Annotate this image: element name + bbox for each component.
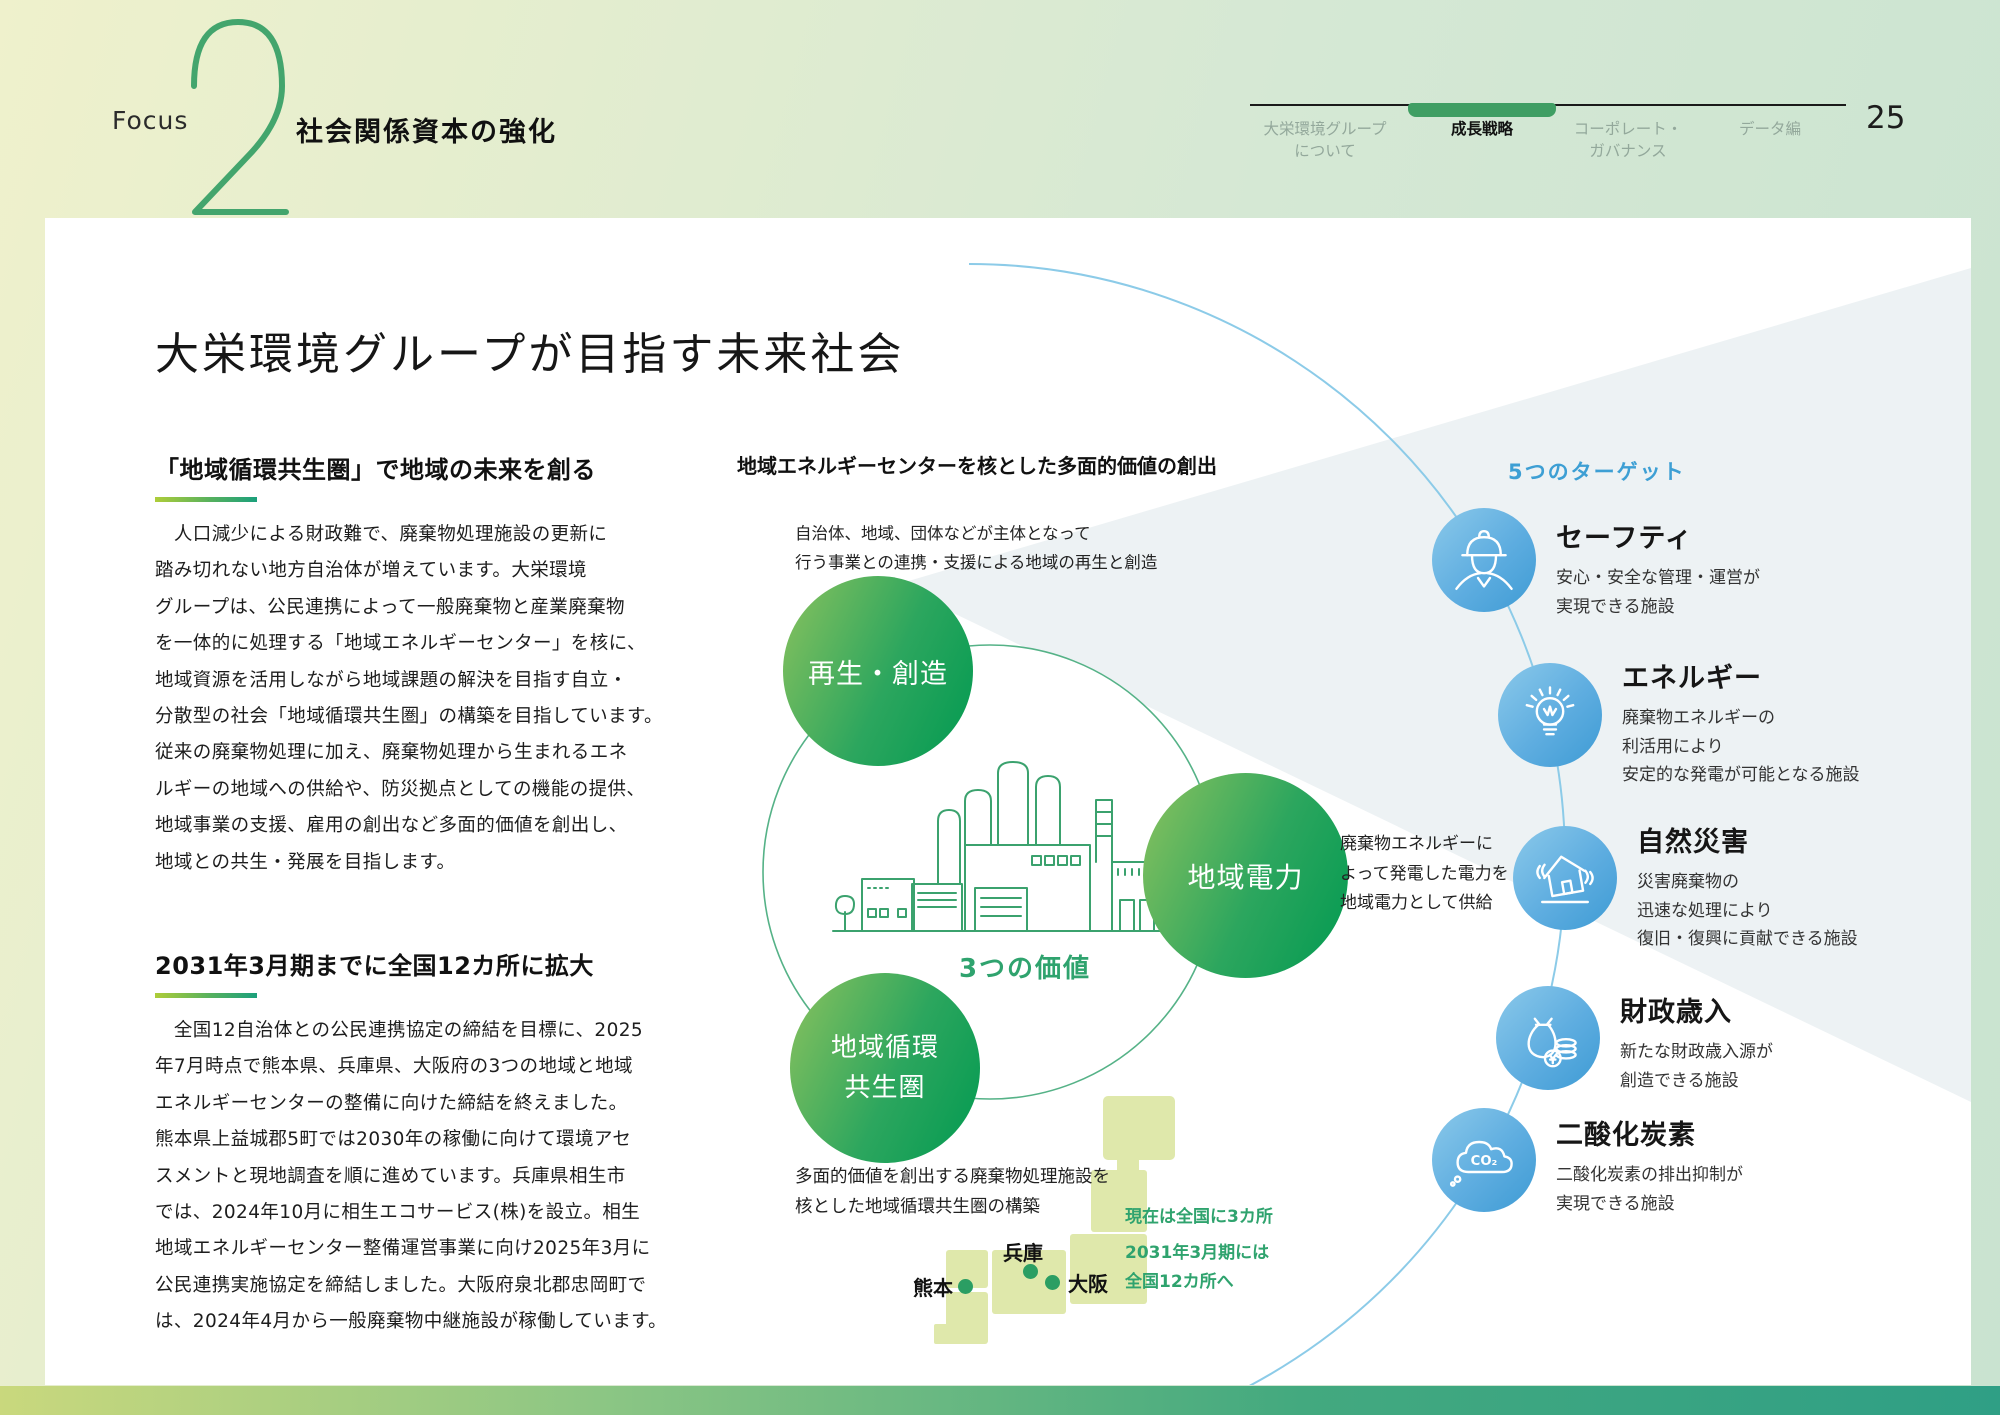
- target-desc: 廃棄物エネルギーの 利活用により 安定的な発電が可能となる施設: [1622, 708, 1860, 785]
- target-title: エネルギー: [1622, 663, 1762, 694]
- target-fiscal-revenue: 財政歳入 新たな財政歳入源が 創造できる施設: [1620, 990, 1773, 1095]
- target-title: セーフティ: [1556, 523, 1693, 554]
- target-title: 二酸化炭素: [1556, 1120, 1696, 1151]
- target-title: 財政歳入: [1620, 997, 1732, 1028]
- target-desc: 新たな財政歳入源が 創造できる施設: [1620, 1042, 1773, 1091]
- revenue-money-bag-icon: [1496, 986, 1600, 1090]
- nav-tab-data[interactable]: データ編: [1738, 120, 1801, 138]
- diagram-regeneration-note: 自治体、地域、団体などが主体となって 行う事業との連携・支援による地域の再生と創…: [795, 524, 1158, 572]
- map-dot-kumamoto: [958, 1279, 973, 1294]
- target-desc: 安心・安全な管理・運営が 実現できる施設: [1556, 568, 1760, 617]
- nav-tab-corporate-governance[interactable]: コーポレート・ ガバナンス: [1573, 120, 1683, 160]
- circle-label: 地域電力: [1187, 860, 1304, 894]
- focus-number-2: [191, 19, 289, 215]
- diagram-title: 地域エネルギーセンターを核とした多面的価値の創出: [737, 454, 1217, 478]
- target-natural-disaster: 自然災害 災害廃棄物の 迅速な処理により 復旧・復興に貢献できる施設: [1637, 820, 1858, 954]
- co2-cloud-icon: CO₂: [1432, 1108, 1536, 1212]
- target-energy: エネルギー 廃棄物エネルギーの 利活用により 安定的な発電が可能となる施設: [1622, 656, 1860, 790]
- factory-illustration: [832, 761, 1197, 932]
- power-supply-note: 廃棄物エネルギーに よって発電した電力を 地域電力として供給: [1340, 834, 1509, 913]
- nav-tab-growth-strategy[interactable]: 成長戦略: [1450, 120, 1513, 138]
- map-current-sites-note: 現在は全国に3カ所: [1125, 1207, 1273, 1227]
- map-future-sites-note: 2031年3月期には 全国12カ所へ: [1125, 1243, 1270, 1292]
- map-dot-osaka: [1045, 1275, 1060, 1290]
- background-wedge: [895, 268, 1971, 1102]
- target-desc: 二酸化炭素の排出抑制が 実現できる施設: [1556, 1165, 1743, 1214]
- three-values-label: 3つの価値: [958, 954, 1092, 984]
- map-label-osaka: 大阪: [1068, 1272, 1108, 1296]
- circle-label: 再生・創造: [808, 658, 948, 690]
- target-title: 自然災害: [1637, 827, 1749, 858]
- circle-regeneration-creation: 再生・創造: [783, 576, 973, 766]
- co2-icon-label: CO₂: [1471, 1154, 1498, 1169]
- japan-map: [934, 1096, 1175, 1344]
- section-body: 全国12自治体との公民連携協定の締結を目標に、2025 年7月時点で熊本県、兵庫…: [155, 1020, 668, 1333]
- circle-label: 地域循環 共生圏: [830, 1033, 939, 1103]
- heading-underline: [155, 993, 257, 998]
- disaster-quake-house-icon: [1513, 826, 1617, 930]
- map-dot-hyogo: [1023, 1264, 1038, 1279]
- page-number: 25: [1866, 100, 1906, 136]
- target-carbon-dioxide: 二酸化炭素 二酸化炭素の排出抑制が 実現できる施設: [1556, 1113, 1743, 1218]
- circle-community-symbiosis: 地域循環 共生圏: [790, 973, 980, 1163]
- target-desc: 災害廃棄物の 迅速な処理により 復旧・復興に貢献できる施設: [1637, 872, 1858, 949]
- five-targets-heading: 5つのターゲット: [1508, 460, 1686, 484]
- section-expansion-2031: 2031年3月期までに全国12カ所に拡大 全国12自治体との公民連携協定の締結を…: [155, 946, 689, 1341]
- circle-regional-power: 地域電力: [1143, 773, 1348, 978]
- section-heading: 2031年3月期までに全国12カ所に拡大: [155, 952, 594, 980]
- safety-worker-helmet-icon: [1432, 508, 1536, 612]
- section-community-future: 「地域循環共生圏」で地域の未来を創る 人口減少による財政難で、廃棄物処理施設の更…: [155, 450, 689, 881]
- footer-gradient-strip: [0, 1386, 2000, 1415]
- section-heading: 「地域循環共生圏」で地域の未来を創る: [155, 456, 596, 484]
- map-label-hyogo: 兵庫: [1003, 1241, 1043, 1265]
- nav-active-indicator: [1408, 103, 1556, 117]
- target-safety: セーフティ 安心・安全な管理・運営が 実現できる施設: [1556, 516, 1760, 621]
- community-construction-note: 多面的価値を創出する廃棄物処理施設を 核とした地域循環共生圏の構築: [795, 1167, 1110, 1217]
- heading-underline: [155, 497, 257, 502]
- page-section-title: 社会関係資本の強化: [296, 117, 557, 148]
- page-title: 大栄環境グループが目指す未来社会: [155, 329, 905, 380]
- energy-lightbulb-icon: [1498, 663, 1602, 767]
- focus-label: Focus: [112, 106, 189, 135]
- map-label-kumamoto: 熊本: [913, 1276, 953, 1300]
- section-body: 人口減少による財政難で、廃棄物処理施設の更新に 踏み切れない地方自治体が増えてい…: [155, 524, 663, 873]
- nav-tab-about-group[interactable]: 大栄環境グループ について: [1263, 120, 1387, 160]
